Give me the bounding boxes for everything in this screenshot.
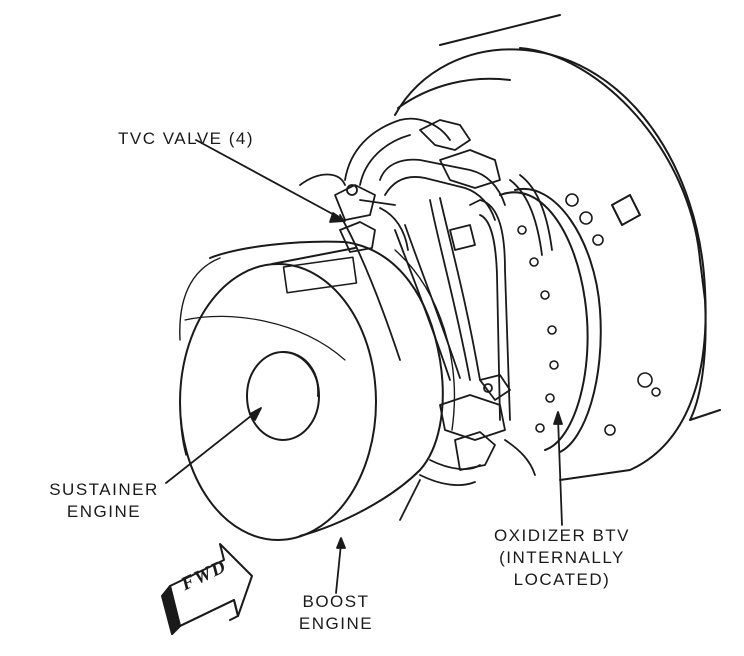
oxidizer-btv-label: OXIDIZER BTV (INTERNALLY LOCATED): [493, 526, 631, 589]
sustainer-engine-label: SUSTAINER ENGINE: [49, 480, 159, 521]
tvc-valve-leader: [195, 139, 341, 219]
boost-arrowhead: [336, 537, 346, 549]
missile-body: [394, 14, 721, 481]
fwd-arrow-icon: [161, 543, 253, 635]
tvc-valve-arrowhead: [329, 212, 346, 223]
sustainer-leader: [165, 411, 257, 484]
tvc-valve-label: TVC VALVE (4): [118, 129, 255, 148]
oxidizer-arrowhead: [553, 411, 563, 425]
lower-valve-assembly: [399, 374, 536, 521]
sustainer-engine-nozzle: [246, 351, 320, 441]
boost-engine-label: BOOST ENGINE: [298, 592, 374, 633]
leader-lines: [165, 139, 563, 594]
sustainer-arrowhead: [249, 407, 262, 421]
engine-plumbing: [339, 117, 553, 421]
oxidizer-leader: [557, 417, 563, 526]
boost-engine-nozzle: [179, 240, 456, 541]
engine-flange: [499, 187, 661, 453]
boost-leader: [335, 543, 342, 594]
